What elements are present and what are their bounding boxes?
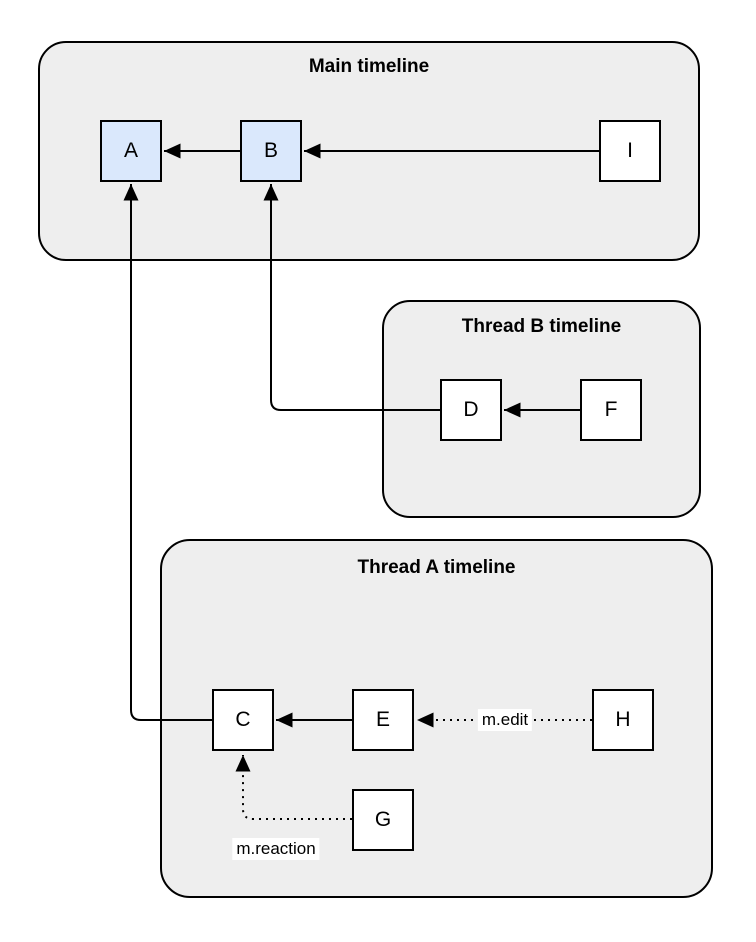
node-f: F <box>580 379 642 441</box>
node-g: G <box>352 789 414 851</box>
node-e: E <box>352 689 414 751</box>
node-a-label: A <box>123 139 138 162</box>
group-thread-b-timeline-title: Thread B timeline <box>461 316 622 337</box>
node-b: B <box>240 120 302 182</box>
group-thread-b-timeline: Thread B timeline <box>382 300 701 518</box>
node-a: A <box>100 120 162 182</box>
edge-label-m-reaction: m.reaction <box>232 838 320 860</box>
node-h-label: H <box>615 708 631 731</box>
node-e-label: E <box>375 708 390 731</box>
node-f-label: F <box>604 398 618 421</box>
node-g-label: G <box>374 808 392 831</box>
node-i: I <box>599 120 661 182</box>
node-h: H <box>592 689 654 751</box>
edge-label-m-edit: m.edit <box>477 709 533 731</box>
node-d: D <box>440 379 502 441</box>
group-main-timeline-title: Main timeline <box>308 56 430 77</box>
group-thread-a-timeline-title: Thread A timeline <box>357 557 516 578</box>
node-c: C <box>212 689 274 751</box>
node-b-label: B <box>263 139 278 162</box>
node-c-label: C <box>235 708 251 731</box>
node-i-label: I <box>627 139 633 162</box>
node-d-label: D <box>463 398 479 421</box>
